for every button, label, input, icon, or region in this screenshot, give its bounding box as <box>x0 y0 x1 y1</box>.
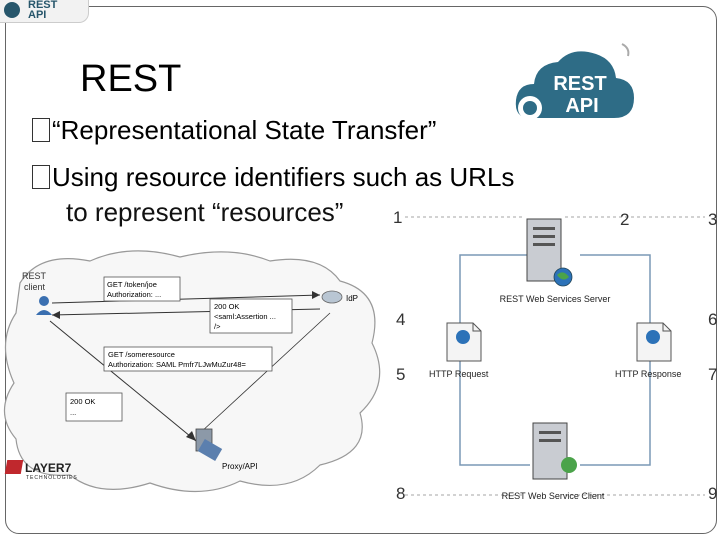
layer7-mark-icon <box>4 460 24 474</box>
bullet-2-continuation: to represent “resources” <box>66 197 344 227</box>
proxy-label: Proxy/API <box>222 462 258 471</box>
num-7: 7 <box>708 365 718 384</box>
layer7-logo: LAYER7 TECHNOLOGIES <box>4 460 78 481</box>
server-label: REST Web Services Server <box>500 294 611 304</box>
resource-request-box <box>103 346 273 372</box>
request-token-box <box>103 276 181 302</box>
cloud-shape <box>515 51 634 119</box>
num-6: 6 <box>708 310 718 329</box>
router-icon <box>321 290 343 304</box>
bullet-2-text: Using resource identifiers such as URLs <box>52 162 515 192</box>
request-label: HTTP Request <box>429 369 489 379</box>
box1-line1: GET /token/joe <box>107 280 157 289</box>
layer7-logo-text: LAYER7 <box>25 461 72 475</box>
response-label: HTTP Response <box>615 369 681 379</box>
assertion-box <box>209 298 293 334</box>
num-8: 8 <box>396 484 406 503</box>
bullet-1-text: “Representational State Transfer” <box>52 115 437 145</box>
bullet-glyph-icon <box>32 165 50 189</box>
box3-line2: Authorization: SAML Pmfr7LJwMuZur48= <box>108 360 247 369</box>
client-label: REST Web Service Client <box>502 491 605 501</box>
box3-line1: GET /someresource <box>108 350 175 359</box>
layer7-logo-sub: TECHNOLOGIES <box>26 475 78 481</box>
saml-flow-diagram: REST client GET /token/joe Authorization… <box>3 250 381 493</box>
box2-line3: /> <box>214 322 221 331</box>
box4-line1: 200 OK <box>70 397 95 406</box>
num-2: 2 <box>620 210 630 229</box>
num-9: 9 <box>708 484 718 503</box>
signal-icon <box>621 43 630 57</box>
box2-line2: <saml:Assertion ... <box>214 312 276 321</box>
slide-title: REST <box>80 58 182 100</box>
idp-label: IdP <box>346 294 358 303</box>
response-document-icon <box>636 322 672 362</box>
num-1: 1 <box>393 208 403 227</box>
num-3: 3 <box>708 210 718 229</box>
rest-cycle-diagram: REST Web Services Server HTTP Request HT… <box>405 216 705 501</box>
num-4: 4 <box>396 310 406 329</box>
box2-line1: 200 OK <box>214 302 239 311</box>
user-icon <box>39 296 49 306</box>
corner-logo-line1: REST <box>28 0 58 11</box>
client-label-2: client <box>24 282 46 292</box>
ok-response-box <box>65 392 123 422</box>
gear-icon <box>4 2 20 18</box>
client-label-1: REST <box>22 271 47 281</box>
server-icon <box>526 218 573 287</box>
badge-line1: REST <box>553 73 606 95</box>
corner-logo-text: REST API <box>28 0 58 21</box>
bullet-glyph-icon <box>32 118 50 142</box>
box1-line2: Authorization: ... <box>107 290 161 299</box>
request-document-icon <box>446 322 482 362</box>
bullet-2: Using resource identifiers such as URLs <box>32 162 514 193</box>
box4-line2: ... <box>70 408 76 417</box>
corner-logo: REST API <box>0 0 89 23</box>
corner-logo-line2: API <box>28 9 47 21</box>
rest-api-cloud-badge: REST API <box>515 43 634 120</box>
badge-line2: API <box>565 95 598 117</box>
bullet-1: “Representational State Transfer” <box>32 115 436 146</box>
client-server-icon <box>532 422 577 480</box>
num-5: 5 <box>396 365 406 384</box>
